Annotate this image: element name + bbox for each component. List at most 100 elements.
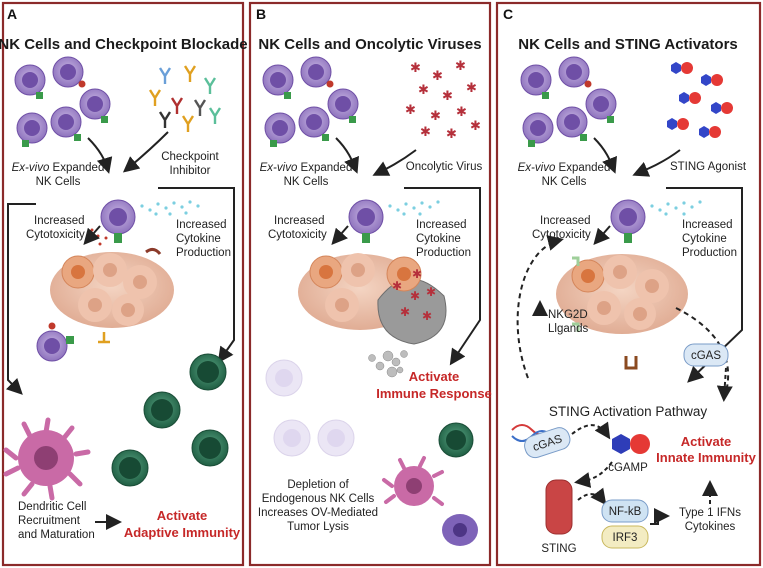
panel-c-nkg2d-2: Llgands (548, 323, 589, 335)
panel-c-frame (495, 1, 762, 567)
panel-b: B NK Cells and Oncolytic Viruses Ex-vivo… (248, 1, 492, 567)
panel-b-cyto-label-1: Increased (274, 215, 325, 227)
cytokine-dots (140, 200, 200, 216)
panel-b-letter: B (256, 6, 266, 22)
svg-text:✱: ✱ (455, 58, 466, 73)
panel-c-result-1: Activate (681, 434, 732, 449)
dashed-arrow-cgamp-to-sting (574, 461, 613, 488)
panel-b-virus-label: Oncolytic Virus (406, 161, 483, 173)
panel-c-cgamp-label: cGAMP (608, 462, 648, 474)
panel-b-frame (248, 1, 492, 567)
svg-text:✱: ✱ (426, 285, 436, 299)
tumor-mass (556, 254, 688, 334)
svg-text:✱: ✱ (470, 118, 481, 133)
panel-b-nk-label-1: Ex-vivo Expanded (260, 162, 353, 174)
depleted-nk-cells (265, 359, 355, 457)
panel-b-depletion-4: Tumor Lysis (287, 521, 349, 533)
svg-text:✱: ✱ (456, 104, 467, 119)
arrow-cytokine-to-tcells (158, 187, 235, 364)
receptor-icon (624, 356, 638, 370)
panel-c-nk-label-2: NK Cells (542, 176, 587, 188)
arrow-cytotoxicity (331, 225, 349, 246)
checkpoint-receptor (145, 247, 162, 255)
panel-c-result-2: Innate Immunity (656, 450, 756, 465)
svg-text:✱: ✱ (466, 80, 477, 95)
macrophage (442, 514, 478, 546)
panel-a-title: NK Cells and Checkpoint Blockade (0, 36, 248, 53)
t-cell (438, 422, 474, 458)
panel-c-letter: C (503, 6, 513, 22)
activated-nk-cell (610, 199, 646, 243)
arrow-inhibitor-to-center (122, 131, 169, 173)
lysed-debris (368, 350, 408, 378)
arrow-nk-to-center (87, 137, 113, 174)
cgas-box-upper: cGAS (683, 343, 729, 367)
nk-cell-cluster (262, 56, 359, 147)
panel-c-cytokine-label-3: Production (682, 247, 737, 259)
nk-cell-bound (36, 322, 74, 362)
cgas-label-upper: cGAS (691, 350, 721, 362)
panel-c-cytokine-label-2: Cytokine (682, 233, 727, 245)
panel-c-cyto-label-1: Increased (540, 215, 591, 227)
panel-c-cyto-label-2: Cytotoxicity (532, 229, 591, 241)
panel-c-agonist-label: STING Agonist (670, 161, 747, 173)
arrow-to-immune-response (404, 187, 481, 366)
nk-cell-cluster (14, 56, 111, 147)
panel-b-nk-label-2: NK Cells (284, 176, 329, 188)
panel-b-cytokine-label-2: Cytokine (416, 233, 461, 245)
svg-text:✱: ✱ (412, 267, 422, 281)
panel-a-result-1: Activate (157, 508, 208, 523)
svg-text:✱: ✱ (430, 108, 441, 123)
panel-c-irf3-label: IRF3 (613, 532, 638, 544)
panel-a-result-2: Adaptive Immunity (124, 525, 241, 540)
panel-c-ifn-1: Type 1 IFNs (679, 507, 741, 519)
svg-text:✱: ✱ (410, 289, 420, 303)
panel-a-cytokine-label-3: Production (176, 247, 231, 259)
virus-in-tumor: ✱✱✱✱✱✱ (392, 267, 436, 323)
dashed-arrow-pathway-to-cytotoxicity (516, 235, 564, 379)
panel-a-cyto-label-1: Increased (34, 215, 85, 227)
panel-b-result-1: Activate (409, 369, 460, 384)
cgamp-molecule (612, 434, 650, 454)
panel-b-cyto-label-2: Cytotoxicity (268, 229, 327, 241)
panel-b-depletion-2: Endogenous NK Cells (262, 493, 375, 505)
nk-cell-cluster (520, 56, 617, 147)
panel-c-nfkb-label: NF-kB (609, 506, 642, 518)
arrow-nk-to-dc (5, 203, 36, 395)
cytokine-dots (650, 200, 702, 216)
activated-nk-cell (348, 199, 384, 243)
tumor-mass (298, 253, 447, 345)
dashed-arrow-sting-to-nfkb (577, 487, 607, 506)
svg-text:✱: ✱ (400, 305, 410, 319)
svg-text:✱: ✱ (422, 309, 432, 323)
panel-a-cyto-label-2: Cytotoxicity (26, 229, 85, 241)
panel-c-title: NK Cells and STING Activators (518, 36, 738, 53)
t-cells (111, 353, 229, 487)
panel-c-sting-label: STING (541, 543, 576, 555)
arrow-nk-to-center (335, 137, 359, 174)
svg-text:✱: ✱ (392, 279, 402, 293)
panel-b-cytokine-label-1: Increased (416, 219, 467, 231)
panel-a-nk-label-1: Ex-vivo Expanded (12, 162, 105, 174)
nkg2d-ligand-icons (572, 256, 580, 332)
antibody-icons (148, 65, 222, 132)
panel-a-letter: A (7, 6, 17, 22)
panel-a-inhibitor-label-1: Checkpoint (161, 151, 219, 163)
sting-protein (545, 479, 573, 535)
panel-b-title: NK Cells and Oncolytic Viruses (258, 36, 481, 53)
arrow-agonist-to-center (632, 149, 681, 177)
panel-c-nkg2d-1: NKG2D (548, 309, 588, 321)
svg-text:✱: ✱ (405, 102, 416, 117)
sting-agonist-molecules (667, 62, 733, 138)
dendritic-cell (382, 456, 444, 506)
svg-text:✱: ✱ (442, 88, 453, 103)
svg-text:✱: ✱ (446, 126, 457, 141)
panel-a-inhibitor-label-2: Inhibitor (170, 165, 211, 177)
panel-a-dc-label-1: Dendritic Cell (18, 501, 86, 513)
cgas-box-lower: cGAS (524, 427, 571, 459)
checkpoint-antibody (98, 332, 110, 344)
svg-text:✱: ✱ (410, 60, 421, 75)
cytokine-dots (388, 200, 440, 216)
